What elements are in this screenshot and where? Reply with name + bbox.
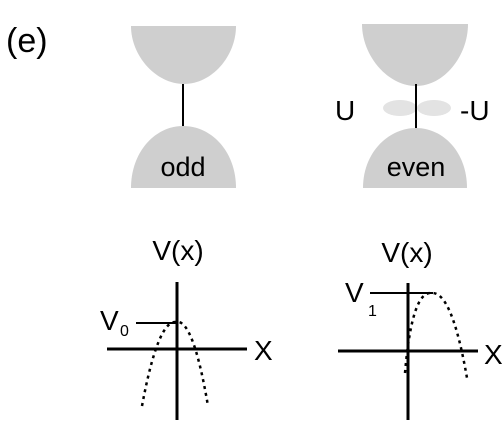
even-label: even [387,152,446,182]
odd-label: odd [160,152,205,182]
even-left-lobe [383,100,417,116]
right-plot-axis-label: X [484,339,503,370]
left-plot-axis-label: X [254,335,273,366]
left-plot-title: V(x) [152,235,203,266]
right-plot-potential-curve [403,291,469,379]
left-plot-level-subscript: 0 [120,323,129,340]
right-potential-plot: V(x) V 1 X [338,237,503,420]
left-potential-plot: V(x) V 0 X [100,235,273,420]
left-plot-potential-curve [140,320,210,407]
right-plot-level-subscript: 1 [368,303,377,320]
even-lower-cone [363,128,467,188]
odd-diagram: odd [131,26,236,188]
left-plot-level-symbol: V [100,305,119,336]
even-upper-cone [362,24,468,86]
right-plot-level-symbol: V [345,277,364,308]
panel-label: (e) [6,22,48,60]
right-plot-title: V(x) [381,237,432,268]
odd-lower-cone [131,126,236,188]
even-left-label: U [335,95,355,126]
odd-upper-cone [131,26,236,84]
even-right-label: -U [460,95,490,126]
even-diagram: even U -U [335,24,490,188]
even-right-lobe [417,100,451,116]
